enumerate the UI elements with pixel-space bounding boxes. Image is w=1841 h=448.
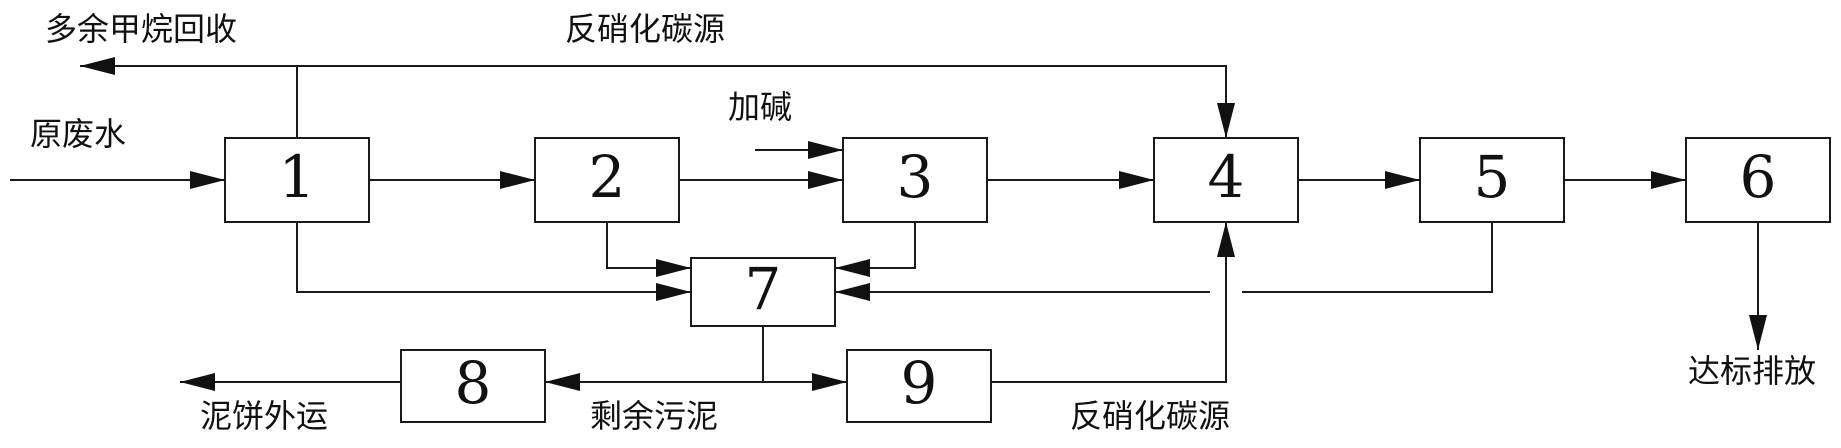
- label-excess-sludge: 剩余污泥: [590, 397, 718, 435]
- arrowhead-top-carbon-to-4: [1217, 103, 1235, 138]
- unit-3-box: 3: [842, 137, 988, 223]
- label-sludge-cake: 泥饼外运: [200, 397, 328, 435]
- unit-4-box: 4: [1153, 137, 1299, 223]
- flow-9-to-4: [991, 222, 1227, 383]
- unit-5-box: 5: [1419, 137, 1565, 223]
- unit-7-label: 7: [745, 255, 782, 323]
- label-discharge: 达标排放: [1688, 352, 1816, 390]
- arrowhead-2-to-7: [656, 259, 691, 277]
- unit-2-box: 2: [534, 137, 680, 223]
- arrowhead-6-discharge: [1749, 315, 1767, 350]
- flow-1-to-7: [296, 222, 691, 293]
- arrowhead-2-to-3: [808, 171, 843, 189]
- unit-6-box: 6: [1685, 137, 1831, 223]
- flow-5-return-right: [1242, 222, 1493, 293]
- arrowhead-1-to-2: [500, 171, 535, 189]
- arrowhead-5-to-7: [835, 283, 870, 301]
- unit-3-label: 3: [897, 143, 934, 211]
- arrowhead-raw-to-1: [190, 171, 225, 189]
- unit-6-label: 6: [1740, 143, 1777, 211]
- label-raw-wastewater: 原废水: [30, 115, 126, 153]
- label-excess-methane: 多余甲烷回收: [45, 10, 237, 48]
- arrowhead-9-to-4: [1217, 222, 1235, 257]
- arrowhead-alkali-to-3: [808, 141, 843, 159]
- unit-8-label: 8: [455, 349, 492, 417]
- label-denitrification-carbon-bottom: 反硝化碳源: [1070, 397, 1230, 435]
- arrowhead-5-to-6: [1651, 171, 1686, 189]
- arrowhead-4-to-5: [1385, 171, 1420, 189]
- arrowhead-1-to-7: [656, 283, 691, 301]
- arrowhead-8-cake-out: [180, 373, 215, 391]
- label-add-alkali: 加碱: [728, 88, 792, 126]
- arrowhead-7-to-8: [545, 373, 580, 391]
- unit-5-label: 5: [1474, 143, 1511, 211]
- arrowhead-methane-left: [80, 57, 115, 75]
- unit-7-box: 7: [690, 255, 836, 327]
- arrowhead-3-to-7: [835, 259, 870, 277]
- label-denitrification-carbon-top: 反硝化碳源: [565, 10, 725, 48]
- unit-2-label: 2: [589, 143, 626, 211]
- unit-1-box: 1: [224, 137, 370, 223]
- unit-4-label: 4: [1208, 143, 1245, 211]
- unit-9-label: 9: [901, 349, 938, 417]
- arrowhead-3-to-4: [1119, 171, 1154, 189]
- unit-9-box: 9: [846, 349, 992, 423]
- flow-3-to-7: [835, 222, 916, 269]
- unit-8-box: 8: [400, 349, 546, 423]
- arrowhead-7-to-9: [812, 373, 847, 391]
- unit-1-label: 1: [279, 143, 316, 211]
- flow-2-to-7: [606, 222, 691, 269]
